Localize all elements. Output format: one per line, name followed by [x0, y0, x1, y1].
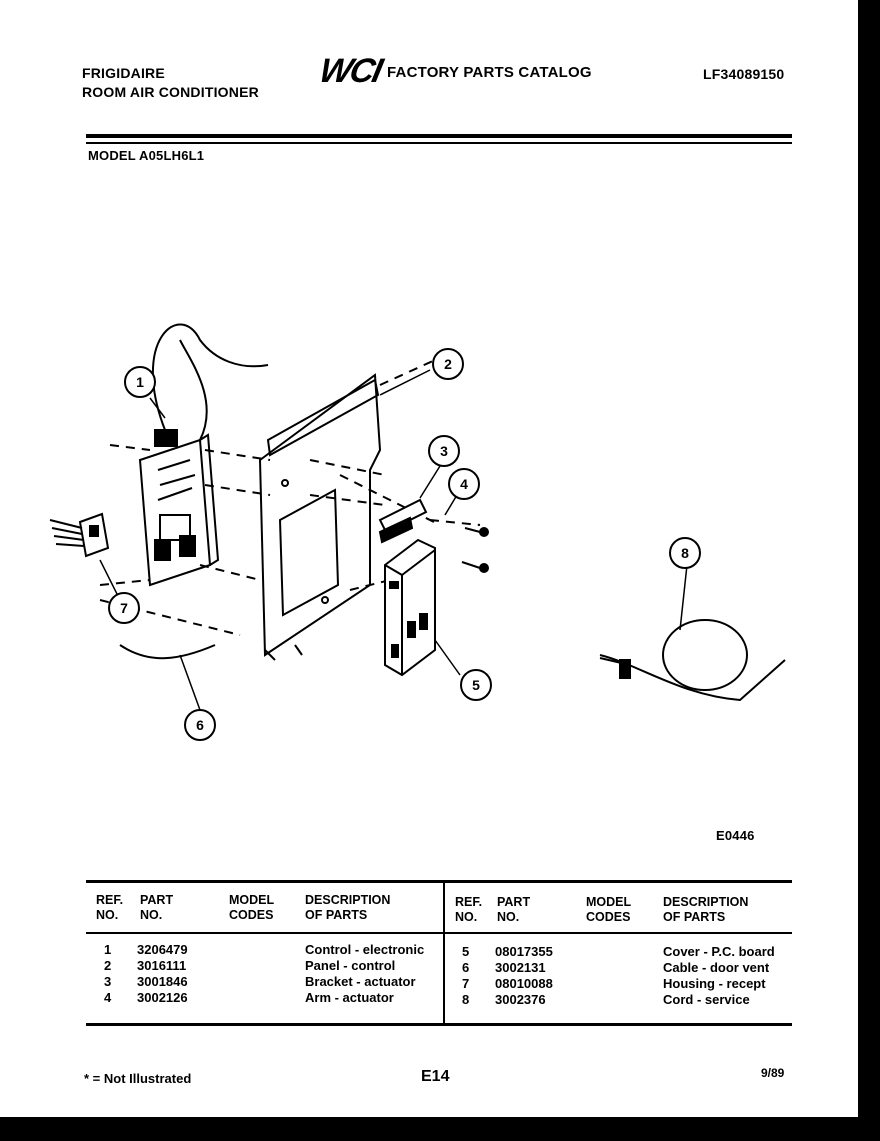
page-number: E14 — [421, 1068, 450, 1085]
svg-text:8: 8 — [681, 545, 689, 561]
callout-8: 8 — [669, 537, 701, 569]
callout-5: 5 — [460, 669, 492, 701]
table-column-divider — [443, 883, 445, 1023]
header-rule-thin — [86, 142, 792, 144]
table-top-rule — [86, 880, 792, 883]
brand-name: FRIGIDAIRE — [82, 65, 165, 81]
table-header-rule — [86, 932, 792, 934]
screw-illustration — [461, 527, 489, 573]
door-vent-cable-illustration — [119, 644, 216, 660]
product-name: ROOM AIR CONDITIONER — [82, 84, 259, 100]
diagram-code: E0446 — [716, 828, 755, 843]
scan-edge-right — [858, 0, 880, 1141]
receptacle-housing-illustration — [49, 512, 110, 558]
bracket-actuator-illustration — [378, 498, 428, 544]
svg-text:4: 4 — [460, 476, 468, 492]
header-ref-no-right: REF.NO. — [455, 895, 483, 924]
header-ref-no: REF.NO. — [96, 893, 124, 922]
svg-text:3: 3 — [440, 443, 448, 459]
revision-date: 9/89 — [761, 1066, 785, 1080]
svg-text:6: 6 — [196, 717, 204, 733]
svg-text:2: 2 — [444, 356, 452, 372]
svg-text:7: 7 — [120, 600, 128, 616]
scan-edge-bottom — [0, 1117, 880, 1141]
callout-3: 3 — [428, 435, 460, 467]
catalog-title: FACTORY PARTS CATALOG — [387, 64, 592, 81]
assembly-guide-lines — [99, 359, 481, 636]
svg-text:5: 5 — [472, 677, 480, 693]
exploded-parts-diagram: 1 2 3 4 5 6 7 8 — [49, 323, 786, 741]
model-number: MODEL A05LH6L1 — [88, 148, 205, 163]
callout-2: 2 — [432, 348, 464, 380]
service-cord-illustration — [599, 619, 786, 702]
callout-6: 6 — [184, 709, 216, 741]
control-board-illustration — [138, 323, 269, 587]
pc-board-cover-illustration — [384, 538, 436, 677]
table-bottom-rule — [86, 1023, 792, 1026]
catalog-number: LF34089150 — [703, 66, 785, 82]
svg-text:1: 1 — [136, 374, 144, 390]
callout-4: 4 — [448, 468, 480, 500]
callout-7: 7 — [108, 592, 140, 624]
not-illustrated-note: * = Not Illustrated — [84, 1071, 192, 1086]
wci-logo: WCI — [316, 52, 385, 90]
control-panel-illustration — [258, 373, 382, 661]
callout-1: 1 — [124, 366, 156, 398]
header-rule — [86, 134, 792, 138]
